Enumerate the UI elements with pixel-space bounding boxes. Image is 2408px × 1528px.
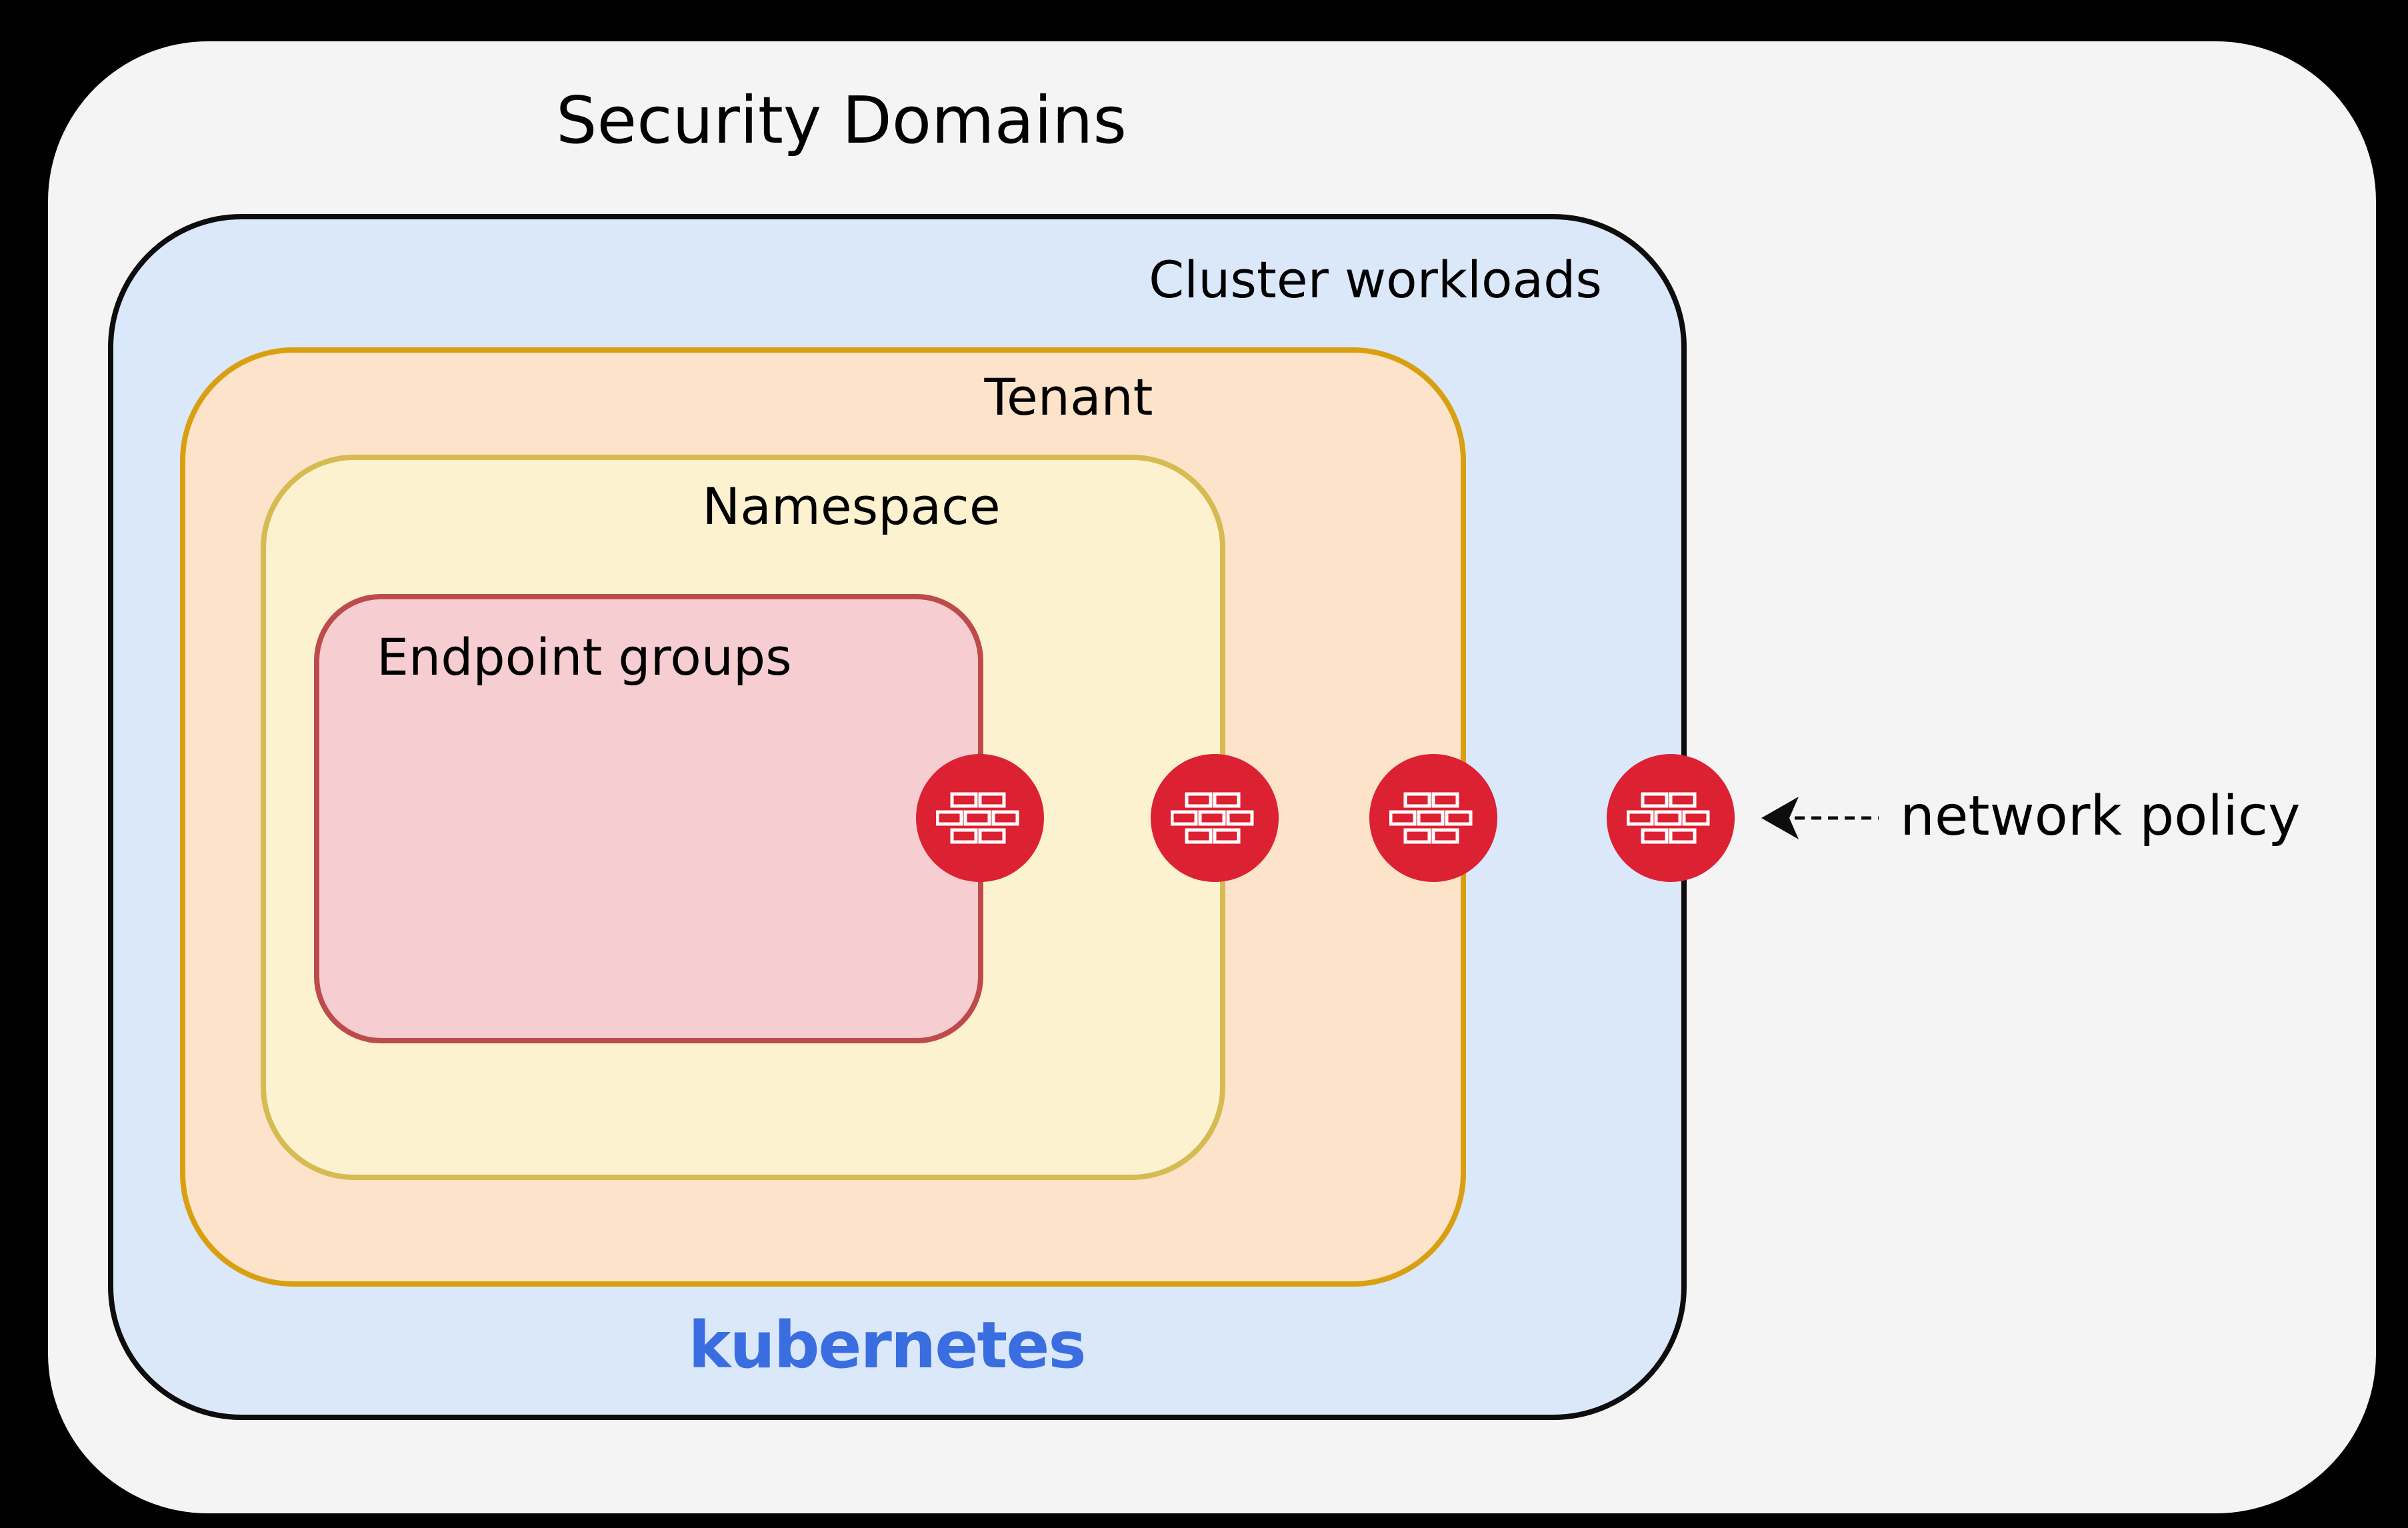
namespace-label: Namespace bbox=[702, 477, 1001, 536]
firewall-icon bbox=[1627, 792, 1710, 844]
endpoint-groups-label: Endpoint groups bbox=[377, 627, 792, 687]
cluster-workloads-label: Cluster workloads bbox=[1149, 250, 1602, 309]
kubernetes-label: kubernetes bbox=[688, 1308, 1087, 1383]
network-policy-label: network policy bbox=[1900, 785, 2301, 848]
page-title: Security Domains bbox=[555, 83, 1127, 158]
firewall-icon bbox=[1389, 792, 1473, 844]
firewall-icon bbox=[1171, 792, 1254, 844]
endpoint-groups-box bbox=[314, 594, 983, 1043]
firewall-circle-namespace-boundary bbox=[1151, 754, 1279, 882]
firewall-circle-tenant-boundary bbox=[1369, 754, 1497, 882]
firewall-circle-cluster-boundary bbox=[1607, 754, 1735, 882]
namespace-box bbox=[261, 455, 1225, 1180]
tenant-label: Tenant bbox=[984, 367, 1153, 427]
dashed-arrow-left-icon bbox=[1761, 797, 1879, 839]
firewall-icon bbox=[936, 792, 1019, 844]
firewall-circle-endpoint-boundary bbox=[916, 754, 1044, 882]
